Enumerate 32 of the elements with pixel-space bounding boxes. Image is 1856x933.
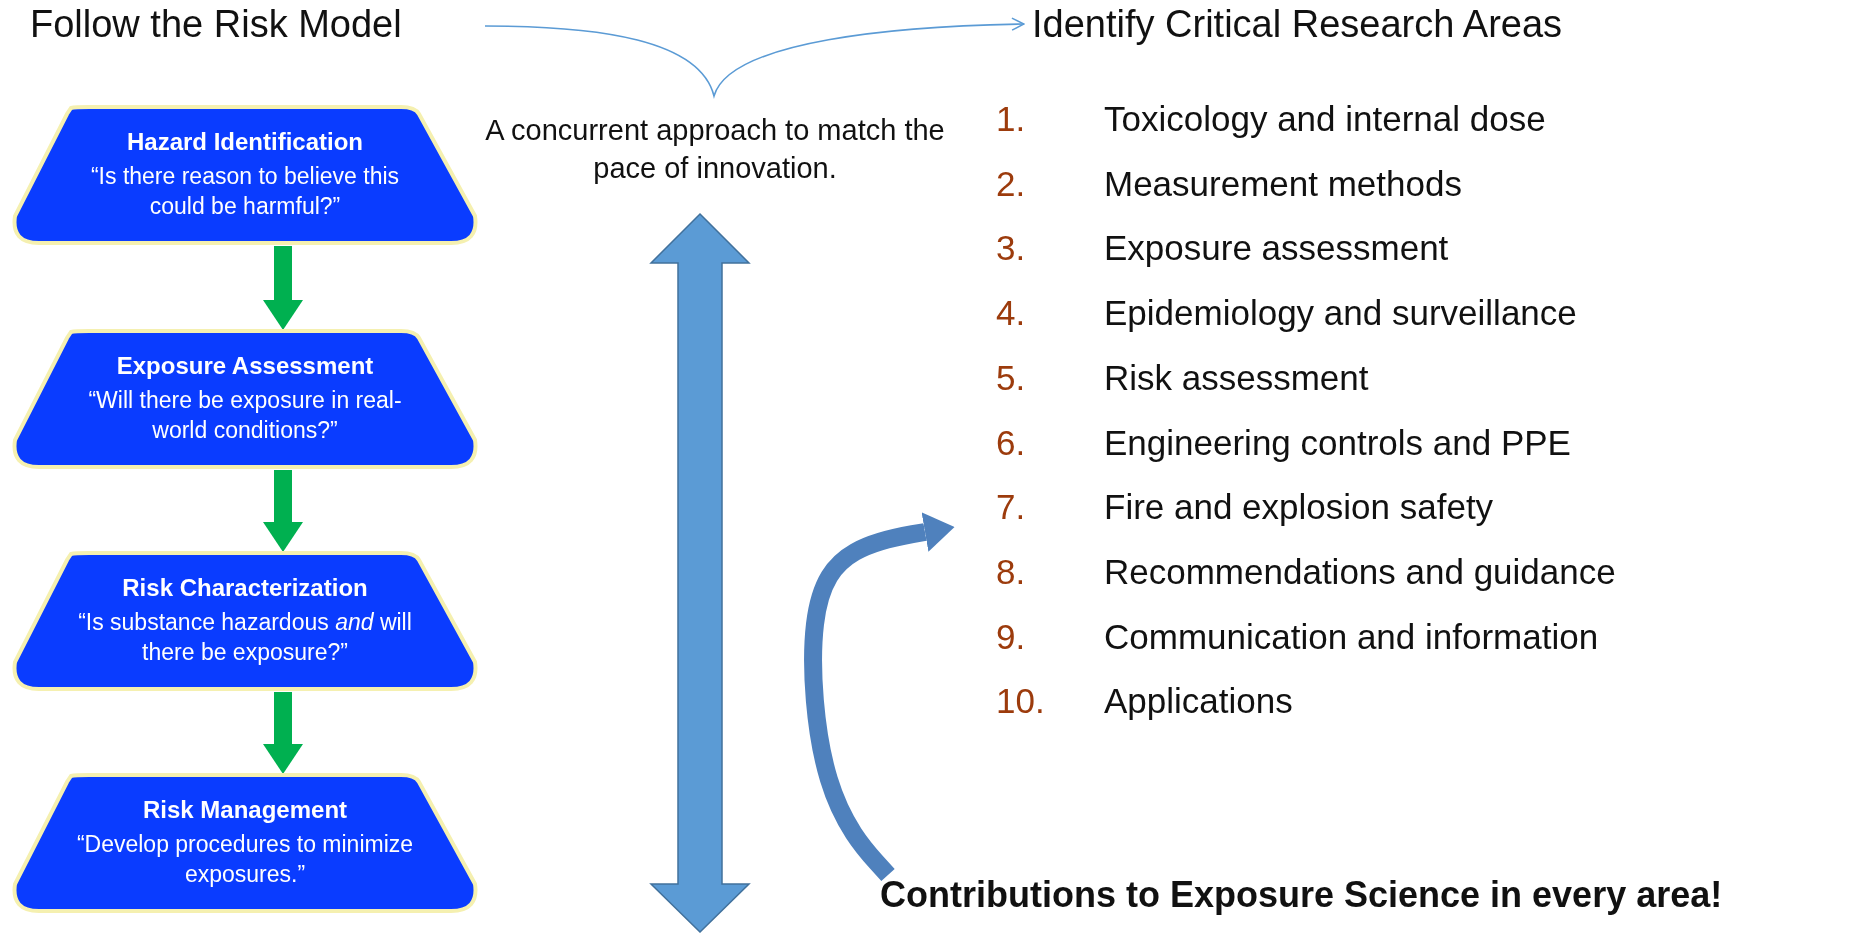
emphasis-text: Contributions to Exposure Science in every area!	[880, 874, 1723, 915]
research-area: Toxicology and internal dose	[1104, 98, 1546, 140]
step-question: “Is substance hazardous and will there be exposure?”	[77, 608, 413, 667]
research-area: Recommendations and guidance	[1104, 550, 1616, 593]
list-number: 9.	[996, 615, 1026, 658]
heading-text: Follow the Risk Model	[30, 3, 402, 45]
step-question: “Is there reason to believe this could be harmful?”	[89, 162, 401, 221]
list-number: 2.	[996, 162, 1026, 205]
step-title: Risk Management	[142, 796, 348, 825]
step-title: Hazard Identification	[127, 128, 363, 157]
step-question: “Develop procedures to minimize exposures.”	[75, 830, 415, 889]
list-number: 8.	[996, 550, 1026, 593]
research-area: Fire and explosion safety	[1104, 486, 1494, 529]
research-area: Epidemiology and surveillance	[1104, 292, 1577, 335]
list-number: 1.	[996, 98, 1026, 140]
note-text: A concurrent approach to match the pace of innovation.	[484, 113, 946, 186]
step-title: Exposure Assessment	[116, 352, 374, 381]
step-title: Risk Characterization	[122, 574, 368, 603]
research-area: Engineering controls and PPE	[1104, 421, 1571, 464]
list-number: 7.	[996, 486, 1026, 529]
research-area: Risk assessment	[1104, 356, 1369, 399]
research-area: Exposure assessment	[1104, 227, 1449, 270]
list-number: 5.	[996, 356, 1026, 399]
heading-text: Identify Critical Research Areas	[1032, 3, 1563, 45]
research-area: Applications	[1104, 680, 1293, 723]
list-number: 10.	[996, 680, 1045, 723]
list-number: 3.	[996, 227, 1026, 270]
step-question: “Will there be exposure in real-world conditions?”	[87, 386, 403, 445]
research-area: Measurement methods	[1104, 162, 1462, 205]
research-area: Communication and information	[1104, 615, 1599, 658]
list-number: 4.	[996, 292, 1026, 335]
list-number: 6.	[996, 421, 1026, 464]
